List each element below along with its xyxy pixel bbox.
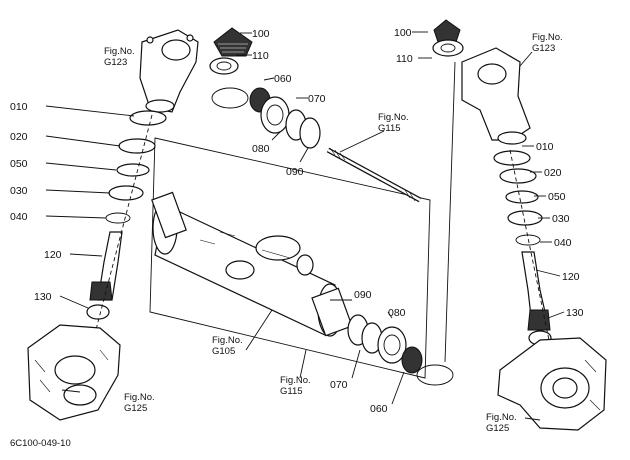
label-030-left: 030: [10, 185, 28, 197]
figure-references: Fig.No. G123 Fig.No. G123 Fig.No. G115 F…: [104, 32, 565, 434]
label-070-bottom: 070: [330, 379, 348, 391]
fig-ref-g123-left: Fig.No. G123: [104, 46, 137, 68]
left-lower-housing: [27, 324, 121, 421]
left-bevel-gear-100: [213, 27, 253, 57]
label-020-left: 020: [10, 131, 28, 143]
label-100-right: 100: [394, 27, 412, 39]
label-110-left: 110: [252, 50, 269, 62]
bearing-080: [260, 96, 290, 134]
bearing-080-right: [377, 326, 407, 364]
fig-ref-g105: Fig.No. G105: [212, 335, 245, 357]
label-010-left: 010: [10, 101, 28, 113]
label-080-bottom: 080: [388, 307, 406, 319]
label-110-right: 110: [396, 53, 413, 65]
fig-ref-g125-left: Fig.No. G125: [124, 392, 157, 414]
right-lower-housing: [497, 337, 607, 431]
label-040-right: 040: [554, 237, 572, 249]
fig-ref-g125-right: Fig.No. G125: [486, 412, 519, 434]
left-o-ring: [211, 87, 249, 109]
right-bevel-gear-100: [433, 19, 461, 43]
fig-ref-g115-bottom: Fig.No. G115: [280, 375, 313, 397]
label-070-top: 070: [308, 93, 326, 105]
label-060-top: 060: [274, 73, 292, 85]
label-010-right: 010: [536, 141, 554, 153]
label-090-bottom: 090: [354, 289, 372, 301]
label-120-right: 120: [562, 271, 580, 283]
gear-060-right: [401, 346, 423, 374]
label-030-right: 030: [552, 213, 570, 225]
ring-090: [299, 117, 321, 149]
label-060-bottom: 060: [370, 403, 388, 415]
label-080-top: 080: [252, 143, 270, 155]
right-o-ring: [416, 364, 454, 386]
label-040-left: 040: [10, 211, 28, 223]
left-upper-housing: [139, 29, 199, 113]
label-020-right: 020: [544, 167, 562, 179]
part-labels: 100 110 010 020 050 030 040 120 130 060 …: [10, 27, 584, 415]
center-shaft: [326, 147, 422, 203]
right-stack: [493, 149, 552, 346]
label-130-left: 130: [34, 291, 52, 303]
label-050-right: 050: [548, 191, 566, 203]
label-090-top: 090: [286, 166, 304, 178]
leader-lines: [45, 31, 565, 421]
right-bearing-110: [432, 39, 464, 57]
center-housing: [149, 137, 431, 379]
label-100-left: 100: [252, 28, 270, 40]
fig-ref-g115-top: Fig.No. G115: [378, 112, 411, 134]
right-upper-housing: [461, 47, 531, 145]
left-bearing-110: [209, 57, 239, 75]
label-050-left: 050: [10, 158, 28, 170]
fig-ref-g123-right: Fig.No. G123: [532, 32, 565, 54]
diagram-code: 6C100-049-10: [10, 438, 71, 449]
label-130-right: 130: [566, 307, 584, 319]
label-120-left: 120: [44, 249, 62, 261]
